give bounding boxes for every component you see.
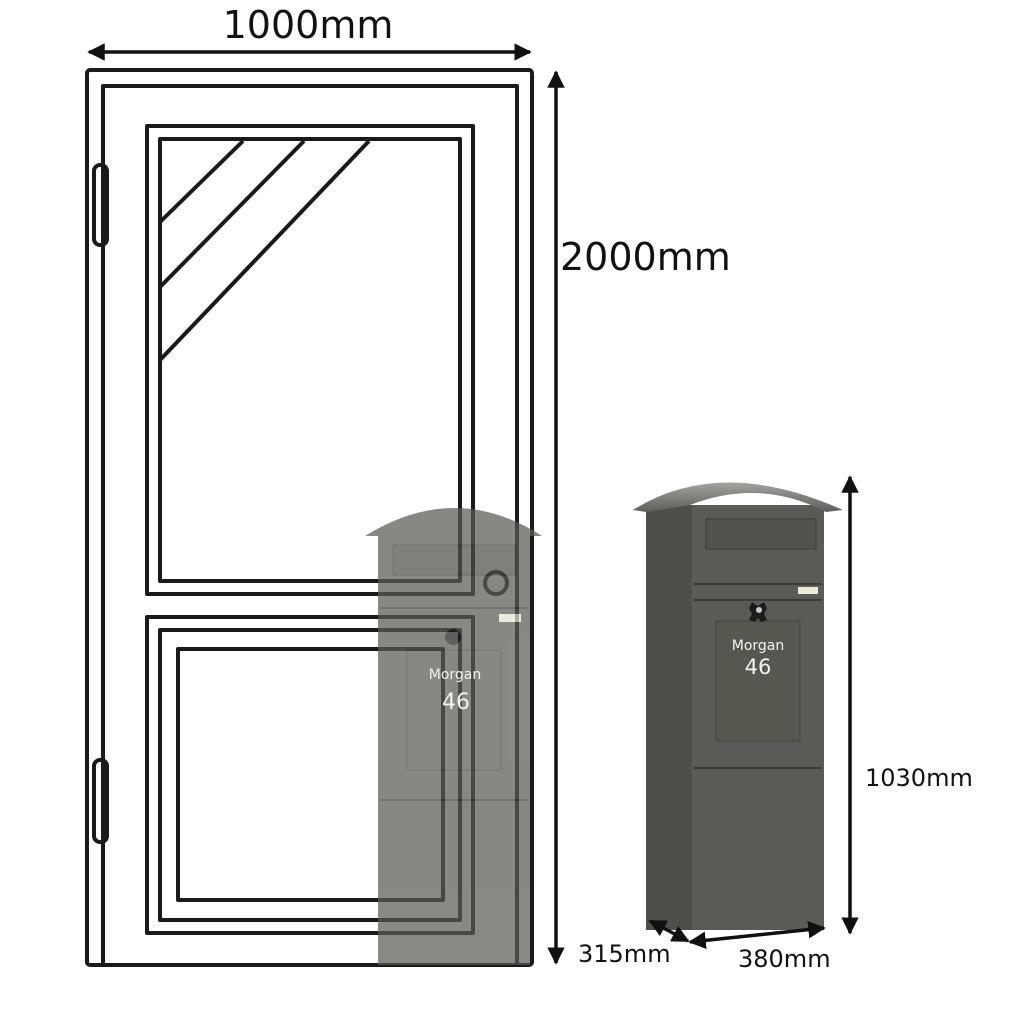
mailbox-height-label: 1030mm <box>865 764 973 792</box>
overlay-mailbox <box>365 508 542 965</box>
hinge-bottom <box>92 758 109 844</box>
house-number: 46 <box>745 655 772 679</box>
overlay-name-plate: Morgan <box>429 667 482 683</box>
mailbox-depth-label: 315mm <box>578 940 671 968</box>
door-width-label: 1000mm <box>223 3 394 47</box>
mailbox-product <box>633 482 843 930</box>
mailbox-depth-arrow <box>648 919 690 943</box>
hinge-top <box>92 163 109 247</box>
name-plate: Morgan <box>732 638 785 654</box>
door-height-label: 2000mm <box>560 235 731 279</box>
mailbox-width-arrow <box>688 920 826 950</box>
overlay-house-number: 46 <box>442 690 470 715</box>
mailbox-width-label: 380mm <box>738 945 831 973</box>
